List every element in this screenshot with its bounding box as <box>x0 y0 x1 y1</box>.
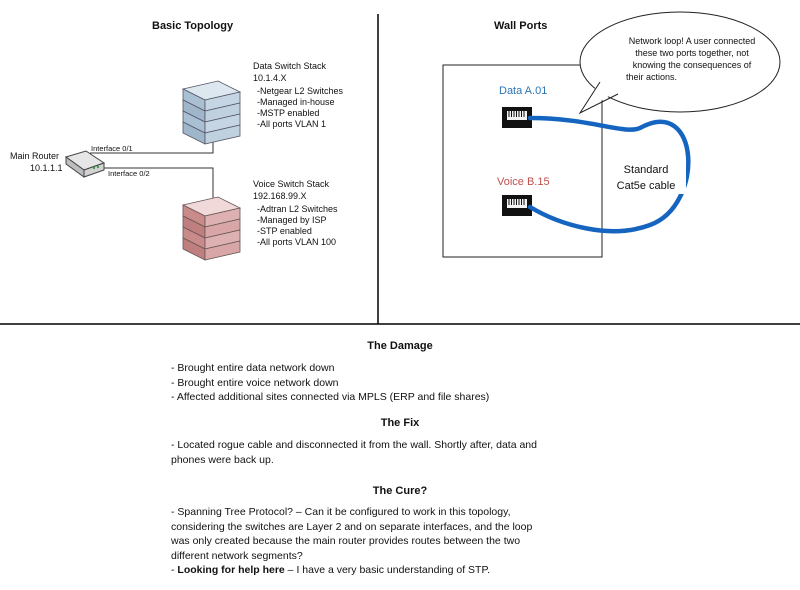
cable-label-line: Standard <box>623 164 669 176</box>
bubble-text: Network loop! A user connected these two… <box>612 35 772 83</box>
router-links <box>90 138 214 198</box>
voice-stack-line: -Managed by ISP <box>257 215 327 225</box>
wall-ports-title: Wall Ports <box>494 20 548 32</box>
data-stack-line: -MSTP enabled <box>257 108 320 118</box>
cable-label: Standard Cat5e cable <box>606 162 686 194</box>
damage-item: - Affected additional sites connected vi… <box>171 391 490 403</box>
bubble-line: knowing the consequences of <box>632 60 752 70</box>
fix-line: phones were back up. <box>171 453 274 466</box>
fix-text: - Located rogue cable and disconnected i… <box>171 438 641 467</box>
data-stack-line: -All ports VLAN 1 <box>257 119 327 129</box>
bubble-line: these two ports together, not <box>635 48 749 58</box>
bubble-line: Network loop! A user connected <box>628 36 756 46</box>
router-ip: 10.1.1.1 <box>30 163 63 173</box>
voice-stack-line: -STP enabled <box>257 226 312 236</box>
fix-line: - Located rogue cable and disconnected i… <box>171 439 537 451</box>
voice-switch-stack-icon <box>181 196 242 261</box>
data-stack-title: Data Switch Stack <box>253 61 327 71</box>
voice-port-jack-icon <box>502 195 532 216</box>
voice-stack-details: -Adtran L2 Switches -Managed by ISP -STP… <box>257 204 338 248</box>
cure-text: - Spanning Tree Protocol? – Can it be co… <box>171 505 641 578</box>
voice-stack-subnet: 192.168.99.X <box>253 191 307 201</box>
cure-line: - Spanning Tree Protocol? – Can it be co… <box>171 506 511 518</box>
cable-label-line: Cat5e cable <box>616 180 676 192</box>
damage-item: - Brought entire voice network down <box>171 376 339 389</box>
interface-0-2-label: Interface 0/2 <box>108 169 150 178</box>
damage-item: - Brought entire data network down <box>171 362 335 374</box>
help-bold-text: Looking for help here <box>177 564 285 576</box>
cure-help-line: - Looking for help here – I have a very … <box>171 564 491 576</box>
damage-list: - Brought entire data network down - Bro… <box>171 361 641 405</box>
topology-title: Basic Topology <box>152 20 234 32</box>
speech-bubble <box>578 11 781 115</box>
loop-cable <box>527 115 691 234</box>
fix-heading: The Fix <box>380 417 420 429</box>
bubble-line: their actions. <box>626 72 678 82</box>
data-switch-stack-icon <box>181 80 242 145</box>
cure-heading: The Cure? <box>372 485 428 497</box>
data-port-label: Data A.01 <box>499 85 548 97</box>
data-stack-line: -Netgear L2 Switches <box>257 86 344 96</box>
cure-line: was only created because the main router… <box>171 535 521 547</box>
voice-stack-line: -Adtran L2 Switches <box>257 204 338 214</box>
router-icon <box>64 150 106 178</box>
cure-line: different network segments? <box>171 549 303 562</box>
data-port-jack-icon <box>502 107 532 128</box>
data-stack-line: -Managed in-house <box>257 97 335 107</box>
damage-heading: The Damage <box>367 340 433 352</box>
data-stack-details: -Netgear L2 Switches -Managed in-house -… <box>257 86 343 130</box>
router-label: Main Router <box>10 151 60 161</box>
interface-0-1-label: Interface 0/1 <box>91 144 133 153</box>
cure-line: considering the switches are Layer 2 and… <box>171 520 533 533</box>
help-rest-text: – I have a very basic understanding of S… <box>284 564 491 576</box>
voice-stack-line: -All ports VLAN 100 <box>257 237 337 247</box>
voice-port-label: Voice B.15 <box>497 176 550 188</box>
data-stack-subnet: 10.1.4.X <box>253 73 287 83</box>
voice-stack-title: Voice Switch Stack <box>253 179 330 189</box>
